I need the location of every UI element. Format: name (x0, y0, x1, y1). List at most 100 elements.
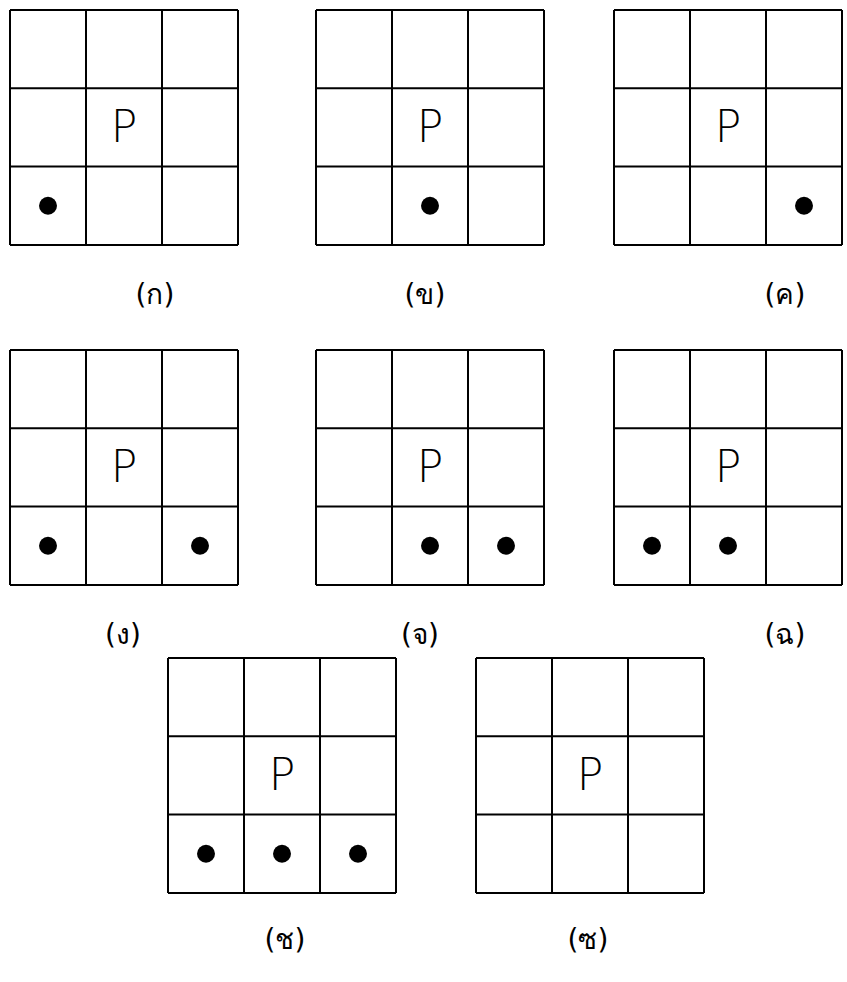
grid-line (316, 427, 544, 429)
panel-caption: (ค) (765, 281, 806, 309)
panel-caption: (ข) (405, 281, 446, 309)
grid-line (316, 584, 544, 586)
grid-line (85, 350, 87, 585)
panel-caption: (ฉ) (765, 621, 806, 649)
grid-line (614, 506, 842, 508)
grid-line (237, 350, 239, 585)
grid-line (9, 350, 11, 585)
grid-line (476, 657, 704, 659)
grid-panel (168, 658, 396, 893)
grid-line (395, 658, 397, 893)
grid-line (614, 87, 842, 89)
panel-caption: (ก) (136, 281, 175, 309)
panel-caption: (จ) (401, 621, 439, 649)
grid-line (543, 350, 545, 585)
grid-panel (316, 10, 544, 245)
grid-line (551, 658, 553, 893)
cell-letter: P (417, 445, 444, 489)
grid-line (316, 244, 544, 246)
grid-line (614, 244, 842, 246)
grid-line (316, 87, 544, 89)
dot (795, 197, 813, 215)
grid-line (243, 658, 245, 893)
grid-line (10, 9, 238, 11)
dot (39, 537, 57, 555)
grid-line (765, 350, 767, 585)
grid-line (613, 10, 615, 245)
dot (497, 537, 515, 555)
cell-letter: P (111, 445, 138, 489)
grid-line (315, 350, 317, 585)
grid-line (237, 10, 239, 245)
grid-line (391, 350, 393, 585)
grid-line (10, 87, 238, 89)
grid-line (168, 814, 396, 816)
grid-line (476, 814, 704, 816)
grid-line (476, 892, 704, 894)
grid-line (161, 350, 163, 585)
grid-line (689, 10, 691, 245)
grid-line (613, 350, 615, 585)
panel-caption: (ช) (265, 926, 306, 954)
dot (191, 537, 209, 555)
grid-line (316, 9, 544, 11)
grid-line (10, 584, 238, 586)
grid-line (614, 349, 842, 351)
dot (273, 845, 291, 863)
grid-line (161, 10, 163, 245)
grid-line (10, 166, 238, 168)
grid-line (689, 350, 691, 585)
grid-line (315, 10, 317, 245)
dot (719, 537, 737, 555)
cell-letter: P (269, 753, 296, 797)
grid-line (703, 658, 705, 893)
grid-line (319, 658, 321, 893)
grid-line (10, 244, 238, 246)
grid-panel (476, 658, 704, 893)
grid-line (475, 658, 477, 893)
grid-line (765, 10, 767, 245)
grid-line (10, 506, 238, 508)
grid-line (391, 10, 393, 245)
dot (643, 537, 661, 555)
cell-letter: P (111, 105, 138, 149)
cell-letter: P (417, 105, 444, 149)
dot (39, 197, 57, 215)
grid-line (316, 506, 544, 508)
grid-line (467, 350, 469, 585)
cell-letter: P (715, 105, 742, 149)
grid-line (627, 658, 629, 893)
grid-panel (10, 350, 238, 585)
grid-line (10, 349, 238, 351)
grid-line (10, 427, 238, 429)
cell-letter: P (715, 445, 742, 489)
grid-line (85, 10, 87, 245)
dot (349, 845, 367, 863)
grid-line (167, 658, 169, 893)
grid-panel (10, 10, 238, 245)
grid-line (476, 735, 704, 737)
grid-line (614, 584, 842, 586)
panel-caption: (ง) (105, 621, 141, 649)
grid-line (316, 349, 544, 351)
dot (421, 197, 439, 215)
dot (421, 537, 439, 555)
grid-line (614, 427, 842, 429)
grid-line (316, 166, 544, 168)
grid-line (168, 735, 396, 737)
cell-letter: P (577, 753, 604, 797)
grid-line (168, 892, 396, 894)
grid-panel (316, 350, 544, 585)
grid-line (841, 10, 843, 245)
grid-panel (614, 10, 842, 245)
grid-line (614, 9, 842, 11)
grid-line (168, 657, 396, 659)
panel-caption: (ซ) (568, 926, 609, 954)
dot (197, 845, 215, 863)
grid-line (467, 10, 469, 245)
grid-line (841, 350, 843, 585)
grid-line (9, 10, 11, 245)
grid-line (614, 166, 842, 168)
grid-line (543, 10, 545, 245)
